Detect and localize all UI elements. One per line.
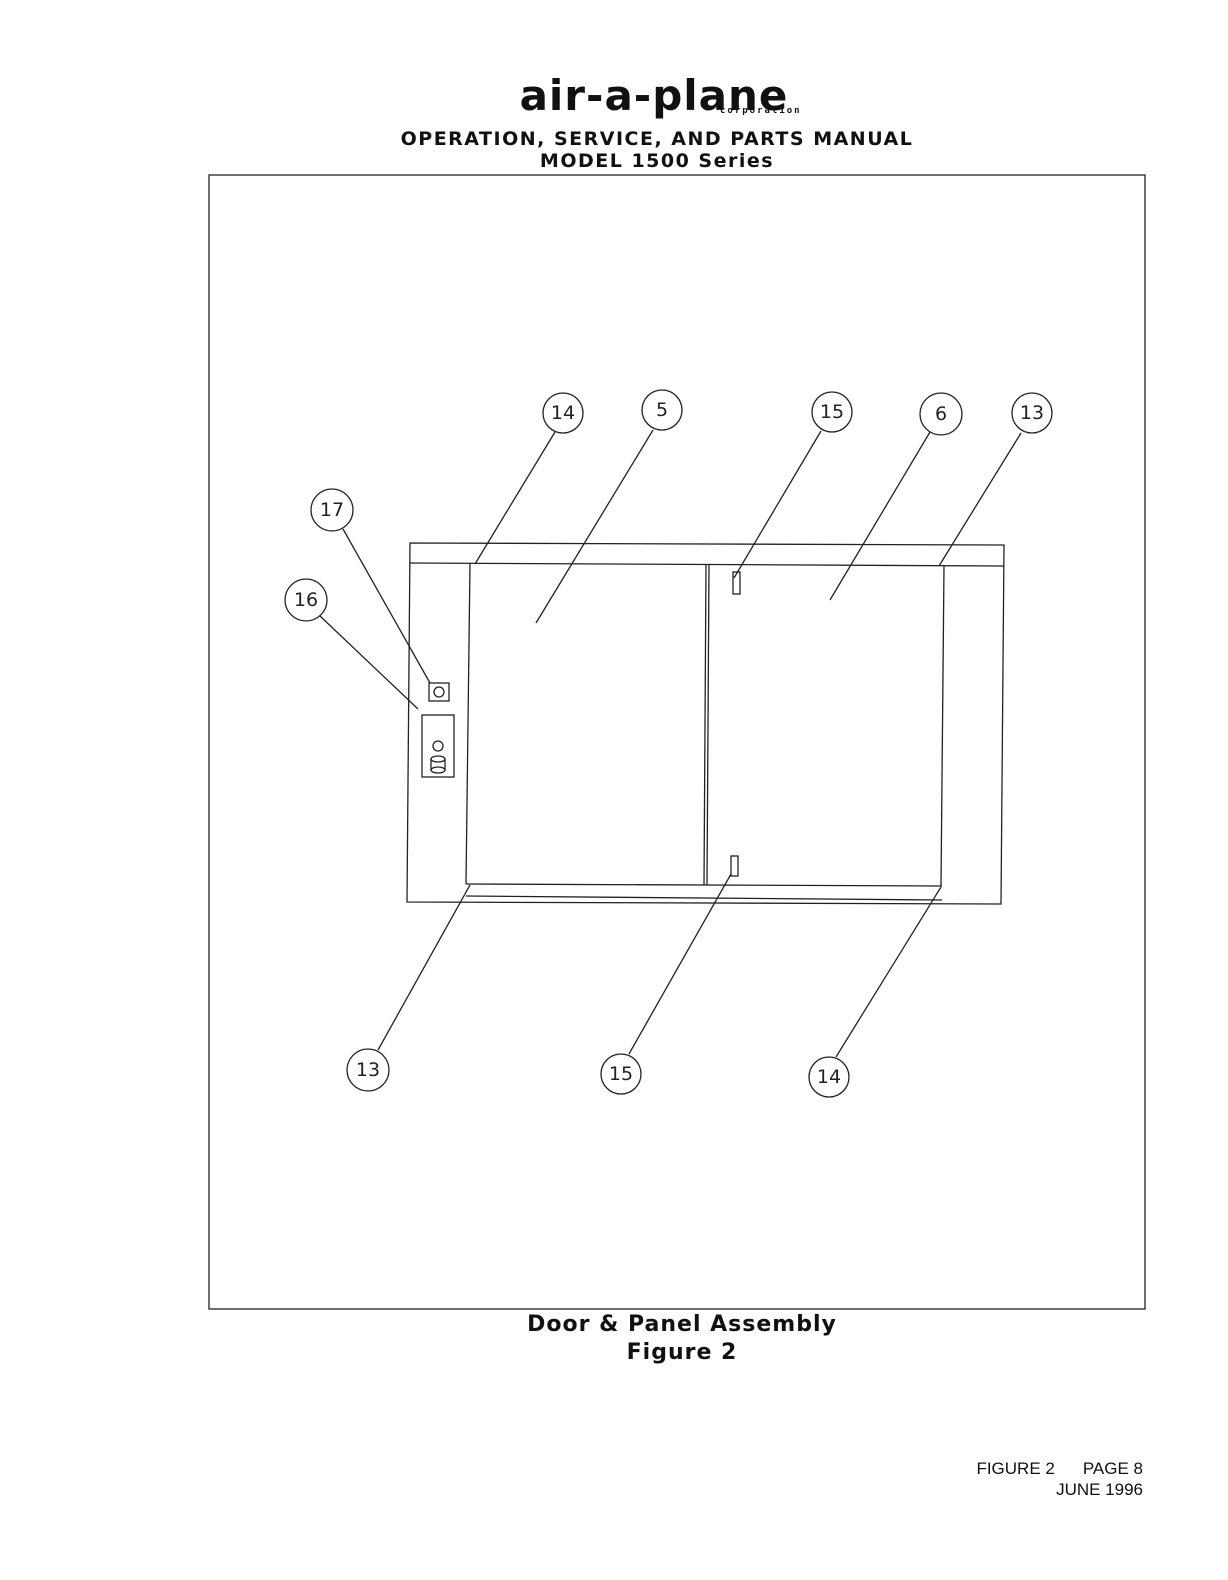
callout-label-14-top: 14 — [551, 402, 575, 424]
footer-figure-ref: FIGURE 2 — [976, 1459, 1054, 1478]
manual-model: MODEL 1500 Series — [0, 150, 1228, 172]
callout-label-17: 17 — [320, 499, 344, 521]
leader-13-bottom — [378, 885, 470, 1050]
footer-date: JUNE 1996 — [976, 1479, 1143, 1500]
switch-box — [429, 683, 449, 701]
latch-slot-upper — [733, 572, 740, 594]
figure-border — [209, 175, 1145, 1309]
manual-title: OPERATION, SERVICE, AND PARTS MANUAL — [0, 128, 1228, 150]
callout-label-16: 16 — [294, 589, 318, 611]
leader-16 — [320, 616, 418, 709]
latch-slot-lower — [731, 856, 738, 876]
logo-text: air-a-plane — [0, 74, 1228, 118]
footer-page: PAGE 8 — [1083, 1459, 1143, 1478]
callout-label-13-top: 13 — [1020, 402, 1044, 424]
top-rail — [410, 563, 1004, 566]
callout-label-15-top: 15 — [820, 401, 844, 423]
logo-subtext: corporation — [720, 106, 802, 116]
leader-6 — [830, 432, 930, 600]
left-post — [466, 563, 470, 884]
leader-15-top — [734, 431, 821, 578]
door-meeting-stile — [704, 565, 706, 885]
figure-number: Figure 2 — [0, 1340, 1228, 1365]
leader-14-bottom — [836, 887, 941, 1057]
figure-drawing: 14 5 15 6 13 17 16 13 15 14 — [208, 174, 1146, 1310]
figure-caption: Door & Panel Assembly — [0, 1312, 1228, 1337]
callout-label-13-bottom: 13 — [356, 1059, 380, 1081]
callout-label-6: 6 — [935, 403, 947, 425]
callout-label-15-bottom: 15 — [609, 1063, 633, 1085]
company-logo: air-a-plane corporation — [0, 74, 1228, 118]
callout-label-5: 5 — [656, 399, 668, 421]
leader-14-top — [475, 432, 555, 564]
control-housing — [422, 715, 454, 777]
leader-17 — [343, 529, 430, 683]
leader-15-bottom — [629, 874, 731, 1054]
leader-5 — [536, 430, 653, 623]
leader-13-top — [939, 433, 1021, 566]
page-footer: FIGURE 2 PAGE 8 JUNE 1996 — [976, 1458, 1143, 1500]
right-post — [941, 566, 944, 886]
callout-label-14-bottom: 14 — [817, 1066, 841, 1088]
